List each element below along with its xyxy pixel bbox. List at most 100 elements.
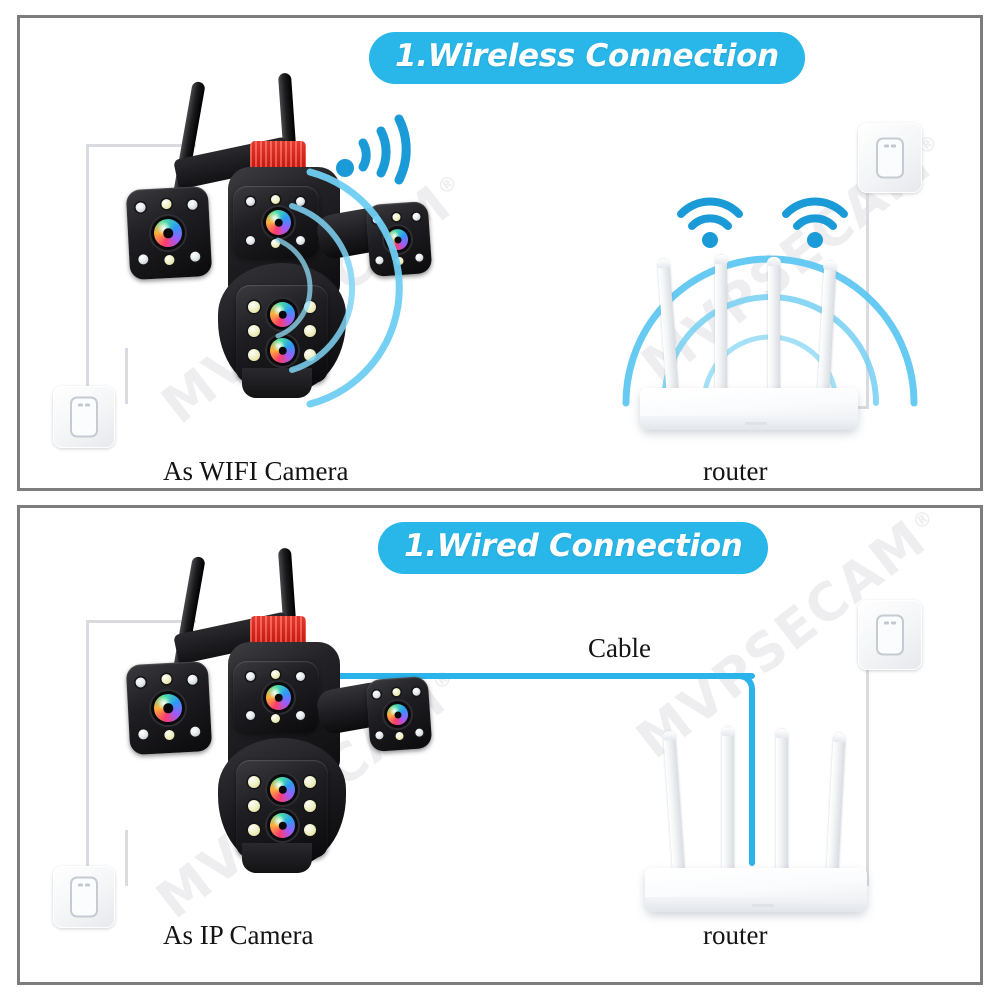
- power-cord-segment: [86, 620, 89, 886]
- router-antenna-3: [767, 257, 781, 395]
- caption-router-wireless: router: [703, 456, 768, 486]
- power-cord-segment: [125, 348, 128, 404]
- camera-ir-led: [246, 236, 255, 245]
- router-body: [645, 868, 867, 912]
- camera-white-led: [271, 714, 280, 723]
- router-antenna-2: [721, 727, 735, 875]
- lan-cable-horizontal: [310, 673, 755, 679]
- socket-outlet-slot: [876, 137, 904, 179]
- router-status-leds: [751, 904, 774, 907]
- camera-white-led: [164, 254, 175, 266]
- socket-outlet-slot: [70, 876, 98, 918]
- camera-white-led: [271, 239, 280, 248]
- router-antenna-1: [656, 258, 679, 395]
- camera-lens-module-bottom: [236, 760, 328, 858]
- camera-lens-module-right: [365, 675, 433, 753]
- multi-lens-ptz-camera: [120, 538, 450, 888]
- camera-white-led: [161, 198, 172, 210]
- router-status-leds: [744, 422, 767, 425]
- camera-ir-led: [296, 672, 305, 681]
- socket-pin-right: [85, 403, 90, 407]
- socket-pin-left: [78, 883, 83, 887]
- caption-router-wired: router: [703, 920, 768, 950]
- camera-lens: [270, 777, 295, 802]
- camera-white-led: [248, 301, 260, 313]
- router-antenna-2: [714, 255, 728, 395]
- wifi-icon-router-right: [782, 197, 848, 248]
- multi-lens-ptz-camera: [120, 63, 450, 408]
- camera-ir-led: [375, 731, 384, 740]
- camera-white-led: [304, 776, 316, 788]
- router-antenna-1: [662, 730, 685, 874]
- lan-cable-corner: [735, 673, 755, 693]
- camera-ir-led: [246, 711, 255, 720]
- camera-ir-led: [135, 202, 146, 213]
- panel-wireless-connection: MVPSECAM® MVPSECAM® 1.Wireless Connectio…: [17, 15, 983, 491]
- router-antenna-3: [775, 729, 789, 875]
- power-cord-segment: [866, 613, 869, 885]
- lan-cable-vertical: [749, 691, 755, 866]
- socket-pin-left: [884, 144, 889, 148]
- camera-lens: [270, 302, 295, 327]
- caption-camera-wired: As IP Camera: [163, 920, 314, 950]
- camera-lens: [270, 813, 295, 838]
- camera-ir-led: [246, 672, 255, 681]
- wall-socket-camera: [53, 386, 115, 448]
- power-cord-segment: [866, 136, 869, 408]
- wireless-signal-arcs-camera: [275, 168, 403, 408]
- camera-white-led: [161, 673, 172, 685]
- camera-white-led: [392, 687, 401, 697]
- socket-pin-right: [891, 144, 896, 148]
- cable-label: Cable: [588, 633, 651, 663]
- socket-pin-right: [891, 621, 896, 625]
- power-cord-segment: [86, 144, 89, 404]
- socket-pin-left: [884, 621, 889, 625]
- camera-ir-led: [296, 711, 305, 720]
- power-cord-segment: [86, 620, 196, 623]
- camera-ir-led: [296, 236, 305, 245]
- wifi-icon-camera: [336, 114, 411, 185]
- socket-outlet-slot: [876, 614, 904, 656]
- wall-socket-router: [858, 600, 922, 670]
- wifi-router: [645, 703, 890, 912]
- camera-ir-led: [190, 251, 201, 262]
- camera-white-led: [248, 800, 260, 812]
- caption-camera-wireless: As WIFI Camera: [163, 456, 349, 486]
- camera-white-led: [248, 349, 260, 361]
- router-antenna-4: [817, 260, 838, 394]
- camera-ir-led: [296, 197, 305, 206]
- power-cord-segment: [86, 144, 196, 147]
- camera-lens: [266, 685, 291, 710]
- camera-white-led: [304, 325, 316, 337]
- camera-white-led: [271, 195, 280, 204]
- camera-ir-led: [187, 199, 198, 210]
- camera-ir-led: [138, 729, 149, 740]
- camera-lens-module-left: [125, 660, 213, 756]
- socket-pin-left: [78, 403, 83, 407]
- camera-ir-led: [135, 677, 146, 688]
- wifi-router: [640, 243, 870, 430]
- camera-ir-led: [415, 728, 424, 737]
- camera-lens: [386, 703, 409, 726]
- camera-lens: [153, 693, 183, 723]
- panel-wired-connection: MVPSECAM® MVPSECAM® 1.Wired Connection: [17, 505, 983, 985]
- camera-white-led: [395, 731, 404, 741]
- camera-ir-led: [138, 254, 149, 265]
- wall-socket-camera: [53, 866, 115, 928]
- camera-white-led: [248, 325, 260, 337]
- camera-lens: [270, 338, 295, 363]
- camera-lens-module-left: [125, 185, 213, 281]
- camera-white-led: [304, 824, 316, 836]
- camera-white-led: [304, 800, 316, 812]
- camera-ir-led: [190, 726, 201, 737]
- camera-white-led: [248, 824, 260, 836]
- camera-lens-module-center: [233, 661, 319, 733]
- camera-pedestal: [242, 843, 312, 873]
- camera-ir-led: [187, 674, 198, 685]
- wall-socket-router: [858, 123, 922, 193]
- router-body: [640, 388, 858, 430]
- panel-title-wired: 1.Wired Connection: [378, 522, 769, 574]
- camera-white-led: [248, 776, 260, 788]
- camera-lens: [266, 210, 291, 235]
